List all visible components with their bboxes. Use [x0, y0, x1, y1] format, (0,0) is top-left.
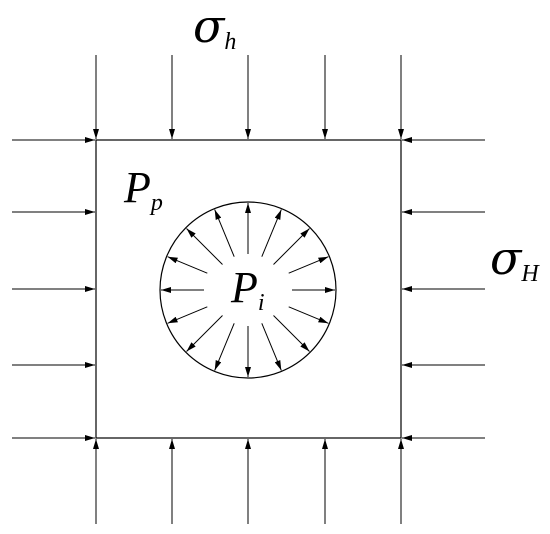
borehole-circle	[159, 201, 337, 379]
internal-pressure-label: Pi	[230, 263, 265, 316]
radial-arrow-15	[273, 228, 310, 265]
sigma-h-subscript: h	[224, 29, 236, 55]
rock-block-square	[95, 139, 402, 439]
radial-arrow-12	[214, 209, 235, 257]
sigma-H-subscript: H	[520, 261, 540, 287]
radial-arrow-6	[214, 323, 235, 371]
internal-pressure-symbol: P	[230, 263, 258, 312]
pore-pressure-label: Pp	[123, 163, 163, 216]
radial-arrow-2	[288, 306, 329, 324]
pore-pressure-symbol: P	[123, 163, 151, 212]
pore-pressure-subscript: p	[149, 190, 163, 216]
radial-arrow-14	[261, 209, 282, 257]
sigma-h-label: σh	[193, 0, 236, 55]
radial-arrow-11	[186, 228, 223, 265]
sigma-H-label: σH	[490, 231, 540, 287]
radial-arrow-4	[261, 323, 282, 371]
top-stress-arrows	[93, 55, 404, 139]
radial-arrow-16	[288, 256, 329, 274]
internal-pressure-arrows	[161, 203, 335, 377]
radial-arrow-3	[273, 315, 310, 352]
radial-arrow-8	[167, 306, 208, 324]
radial-arrow-7	[186, 315, 223, 352]
right-stress-arrows	[402, 137, 485, 441]
bottom-stress-arrows	[93, 439, 404, 524]
sigma-h-symbol: σ	[193, 0, 226, 53]
internal-pressure-subscript: i	[258, 290, 265, 316]
sigma-H-symbol: σ	[490, 231, 523, 285]
radial-arrow-10	[167, 256, 208, 274]
left-stress-arrows	[12, 137, 95, 441]
